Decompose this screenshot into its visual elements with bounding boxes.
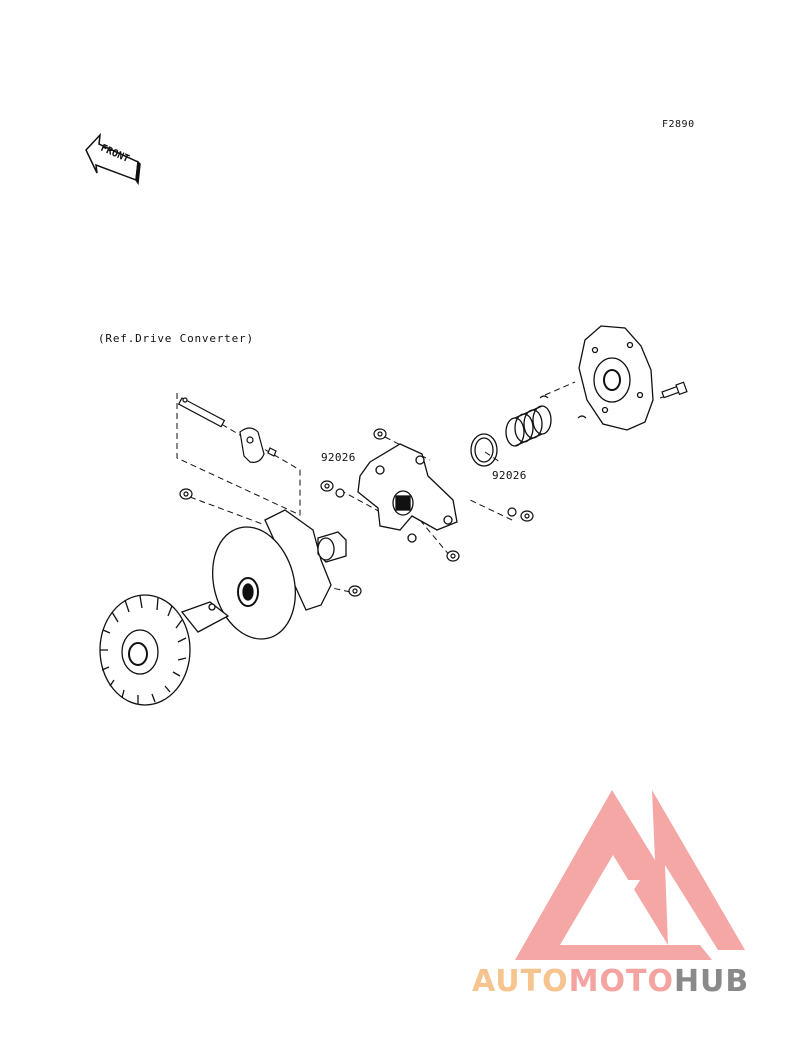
- wordmark-part: HUB: [673, 964, 750, 999]
- nut: [179, 488, 193, 500]
- spider: [357, 443, 458, 543]
- nut: [520, 510, 534, 522]
- fixed-sheave: [99, 594, 230, 706]
- cover-bolt: [661, 381, 688, 399]
- nut: [446, 550, 460, 562]
- watermark-wordmark: AUTOMOTOHUB: [472, 964, 749, 999]
- reference-note: (Ref.Drive Converter): [98, 332, 254, 345]
- nut: [320, 480, 334, 492]
- watermark-logo-icon: [515, 790, 745, 960]
- clip: [539, 395, 549, 399]
- movable-sheave: [211, 509, 332, 640]
- compression-spring: [505, 405, 552, 447]
- bushing: [317, 531, 347, 563]
- centrifugal-weight: [239, 427, 277, 463]
- figure-code: F2890: [662, 119, 695, 130]
- washer: [335, 488, 345, 498]
- wordmark-part: MOTO: [568, 964, 674, 999]
- pivot-bolt: [177, 397, 226, 428]
- washer: [507, 507, 517, 517]
- wordmark-part: AUTO: [472, 964, 569, 999]
- part-number-callout: 92026: [321, 451, 356, 464]
- front-arrow-icon: FRONT: [85, 132, 141, 186]
- nut: [373, 428, 387, 440]
- retainer-ring: [470, 433, 498, 467]
- nut: [348, 585, 362, 597]
- cover-plate: [578, 325, 654, 431]
- part-number-callout: 92026: [492, 469, 527, 482]
- clip: [577, 415, 587, 419]
